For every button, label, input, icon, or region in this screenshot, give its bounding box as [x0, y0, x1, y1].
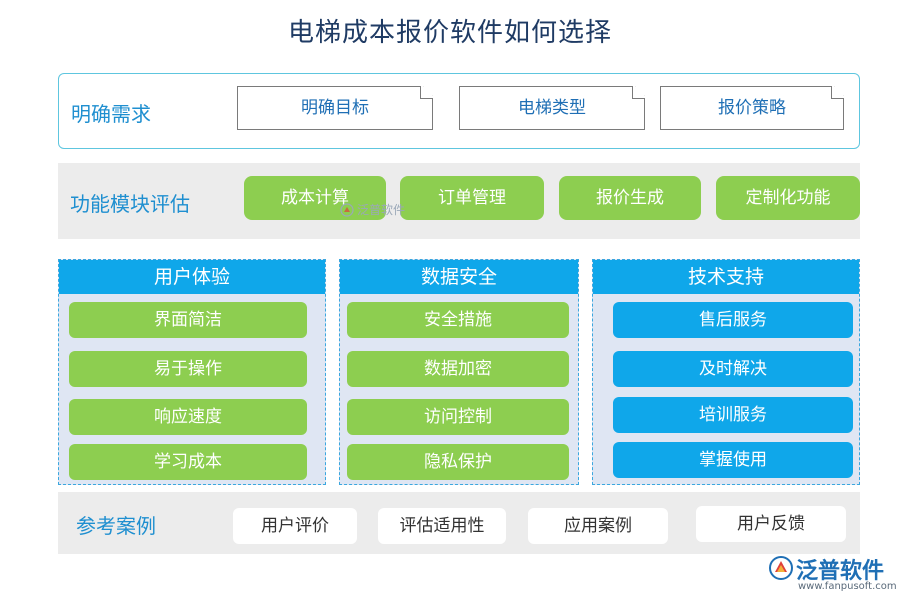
module-order-mgmt: 订单管理	[400, 176, 544, 220]
panel-data-security: 数据安全 安全措施 数据加密 访问控制 隐私保护	[339, 259, 579, 485]
panel-item: 易于操作	[69, 351, 307, 387]
panel-item: 售后服务	[613, 302, 853, 338]
panel-item: 掌握使用	[613, 442, 853, 478]
case-user-feedback: 用户反馈	[696, 506, 846, 542]
panel-title: 数据安全	[340, 260, 578, 294]
panel-item: 学习成本	[69, 444, 307, 480]
panel-item: 界面简洁	[69, 302, 307, 338]
panel-title: 技术支持	[593, 260, 859, 294]
panel-item: 数据加密	[347, 351, 569, 387]
case-evaluate-fit: 评估适用性	[378, 508, 506, 544]
panel-item: 及时解决	[613, 351, 853, 387]
module-quote-gen: 报价生成	[559, 176, 701, 220]
case-application: 应用案例	[528, 508, 668, 544]
logo-url: www.fanpusoft.com	[798, 581, 897, 592]
panel-title: 用户体验	[59, 260, 325, 294]
requirement-item-elevator-type: 电梯类型	[459, 86, 645, 130]
requirements-row: 明确需求 明确目标 电梯类型 报价策略	[58, 73, 860, 149]
requirement-item-quote-strategy: 报价策略	[660, 86, 844, 130]
diagram-title: 电梯成本报价软件如何选择	[287, 18, 612, 48]
module-customization: 定制化功能	[716, 176, 860, 220]
panel-item: 培训服务	[613, 397, 853, 433]
logo-name: 泛普软件	[796, 559, 885, 584]
requirements-label: 明确需求	[71, 102, 151, 126]
panel-item: 访问控制	[347, 399, 569, 435]
panel-item: 响应速度	[69, 399, 307, 435]
watermark-logo-icon	[340, 202, 354, 217]
panel-item: 隐私保护	[347, 444, 569, 480]
panel-user-experience: 用户体验 界面简洁 易于操作 响应速度 学习成本	[58, 259, 326, 485]
reference-cases-label: 参考案例	[76, 514, 156, 538]
module-cost-calc: 成本计算	[244, 176, 386, 220]
panel-item: 安全措施	[347, 302, 569, 338]
watermark-text: 泛普软件	[357, 203, 406, 217]
requirement-item-goal: 明确目标	[237, 86, 433, 130]
reference-cases-row: 参考案例 用户评价 评估适用性 应用案例 用户反馈	[58, 492, 860, 554]
center-watermark: 泛普软件	[340, 201, 405, 218]
panel-tech-support: 技术支持 售后服务 及时解决 培训服务 掌握使用	[592, 259, 860, 485]
case-user-review: 用户评价	[233, 508, 357, 544]
fanpu-logo-icon	[769, 556, 793, 580]
brand-logo: 泛普软件 www.fanpusoft.com	[768, 553, 898, 597]
function-module-row: 功能模块评估 成本计算 订单管理 报价生成 定制化功能	[58, 163, 860, 239]
function-module-label: 功能模块评估	[70, 192, 190, 216]
